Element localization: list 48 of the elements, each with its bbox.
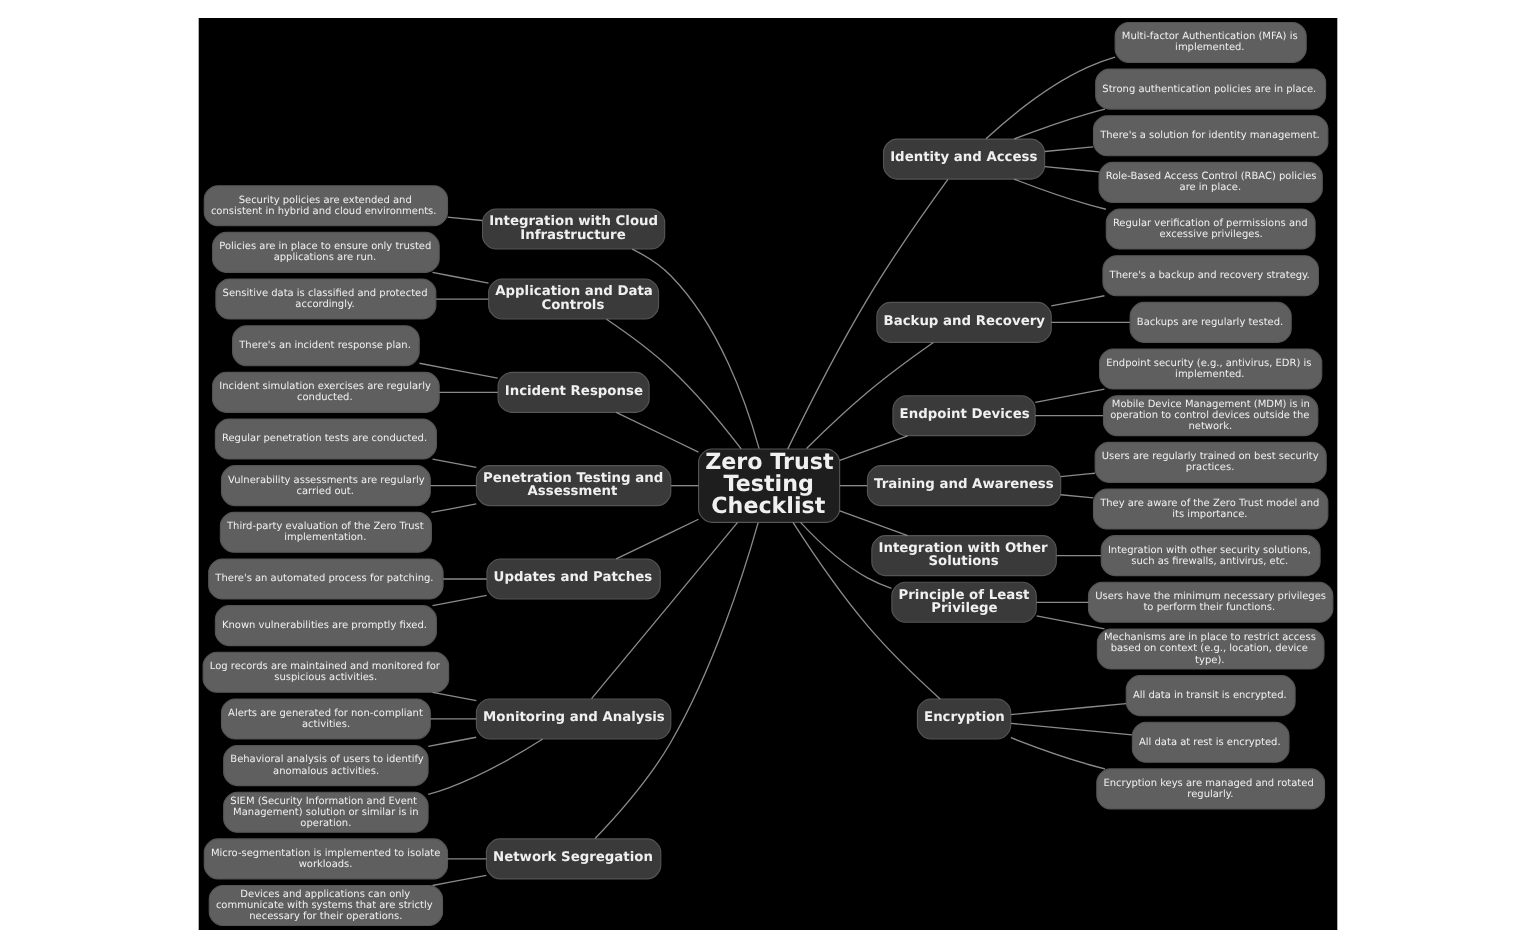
connector [1044, 165, 1100, 172]
connector [431, 690, 477, 701]
connector [605, 317, 742, 449]
connector [427, 737, 544, 795]
connector [438, 390, 499, 392]
connector [1055, 554, 1102, 556]
connector [427, 735, 477, 746]
connector [839, 484, 868, 486]
connector [1035, 614, 1106, 629]
connector [1060, 471, 1096, 477]
node-box: Zero Trust Testing Checklist [698, 447, 841, 522]
connector [430, 502, 477, 513]
connector [1034, 387, 1106, 402]
connector [429, 717, 477, 719]
connector [1010, 721, 1133, 735]
connector [594, 520, 759, 839]
connector [590, 520, 739, 699]
connector [1060, 493, 1094, 498]
connector [431, 457, 477, 468]
connector [418, 361, 499, 378]
connector [1013, 177, 1107, 209]
connector [1010, 736, 1106, 769]
connector [805, 340, 934, 449]
connector [1013, 107, 1106, 139]
connector [799, 520, 893, 588]
connector [615, 517, 700, 559]
connector [446, 215, 483, 221]
connector [787, 177, 949, 449]
connector [429, 484, 477, 486]
connector [631, 247, 760, 449]
connector [442, 577, 488, 579]
connector [985, 55, 1116, 139]
connector [1035, 600, 1090, 602]
connector [446, 857, 488, 859]
connector [431, 270, 490, 283]
connector [615, 410, 700, 452]
connector [1050, 320, 1131, 323]
connector [670, 484, 700, 486]
connector [1010, 701, 1127, 715]
connector [435, 297, 490, 299]
connector [1034, 414, 1104, 416]
connector [839, 434, 909, 461]
connector [1050, 294, 1106, 306]
connector [431, 593, 488, 606]
connector [1044, 145, 1094, 152]
connector [839, 509, 909, 536]
connector [431, 873, 487, 886]
connector [792, 520, 941, 699]
